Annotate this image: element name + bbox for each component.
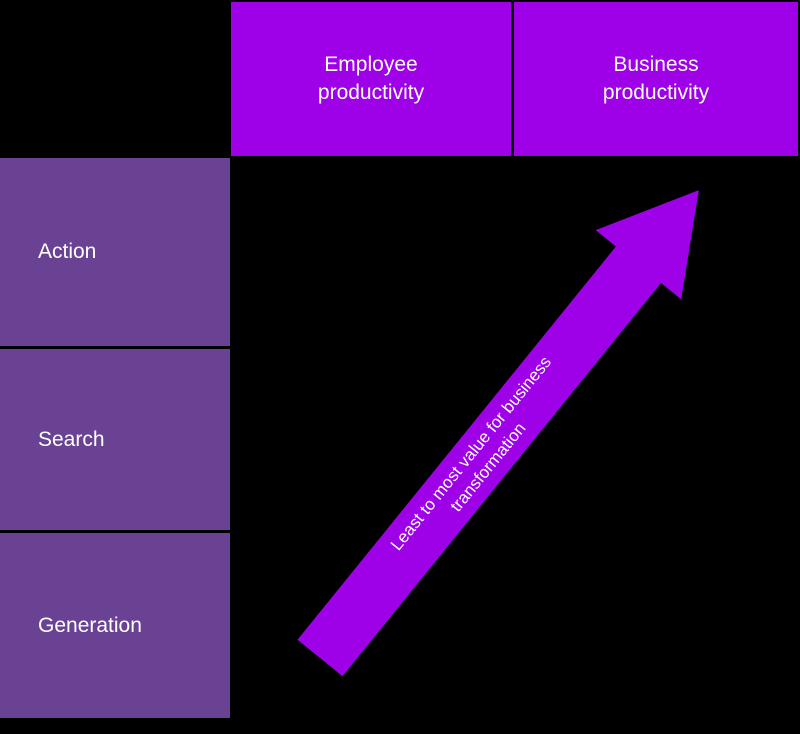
row-label-text: Generation <box>38 613 142 637</box>
column-header-business-productivity: Business productivity <box>514 2 798 156</box>
column-header-label: Employee productivity <box>317 52 425 104</box>
arrow-label: Least to most value for business transfo… <box>386 352 555 555</box>
column-header-label: Business productivity <box>602 52 710 104</box>
row-label-text: Action <box>38 240 97 263</box>
row-label-generation: Generation <box>0 533 230 718</box>
row-label-text: Search <box>38 427 105 451</box>
row-label-action: Action <box>0 158 230 346</box>
column-header-employee-productivity: Employee productivity <box>231 2 511 156</box>
arrow-shaft: Least to most value for business transfo… <box>297 244 663 677</box>
row-label-search: Search <box>0 349 230 530</box>
